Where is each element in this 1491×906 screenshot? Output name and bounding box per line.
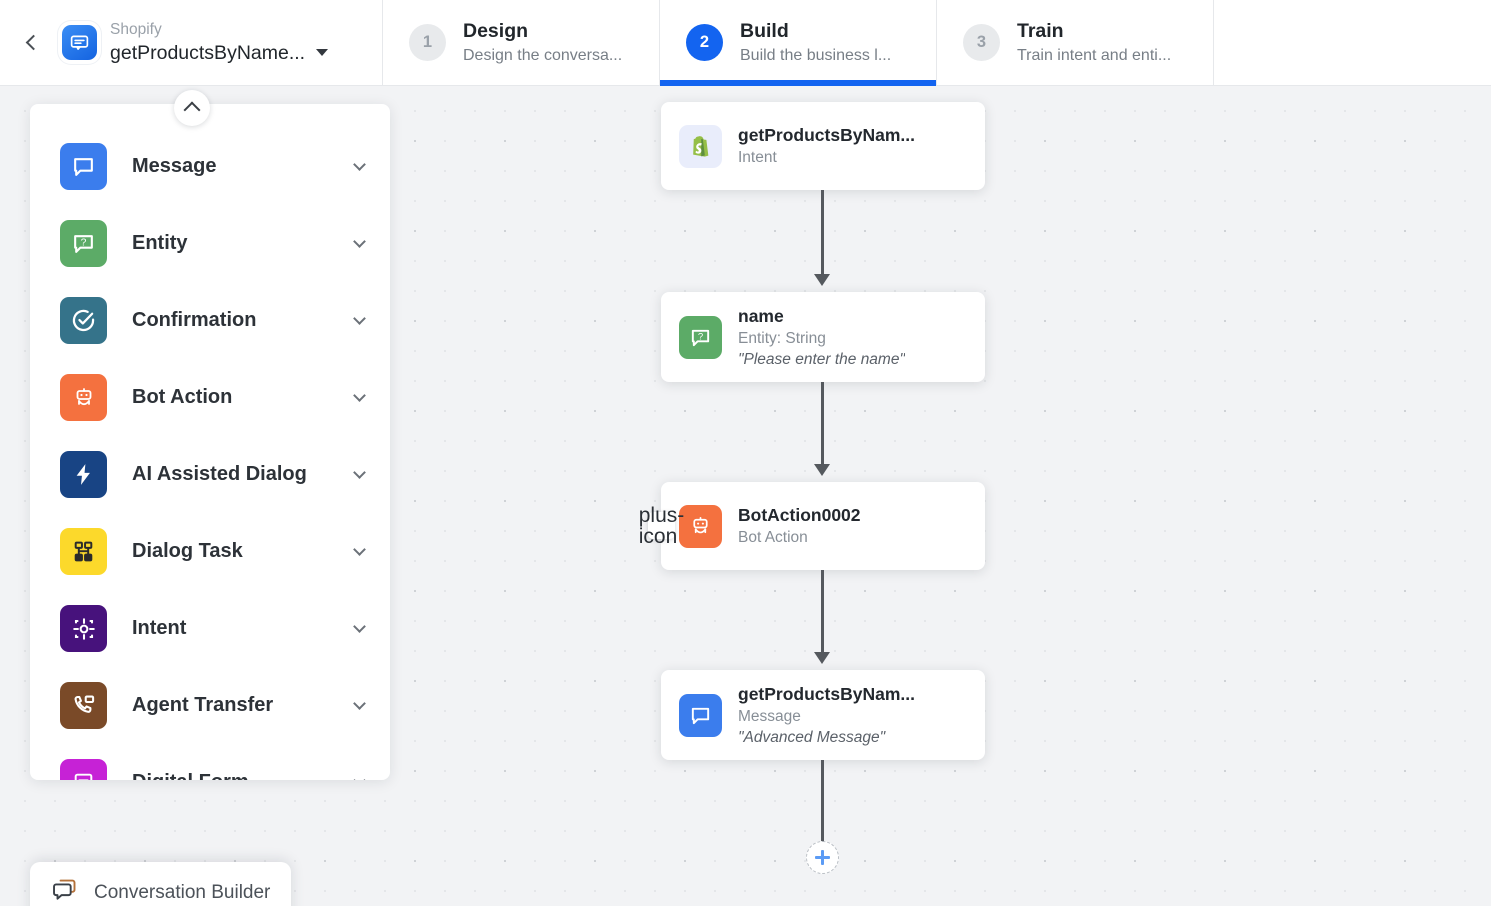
palette-item-label: Confirmation xyxy=(132,309,257,331)
flow-node-bot-action[interactable]: BotAction0002 Bot Action xyxy=(661,482,985,570)
robot-icon xyxy=(679,504,722,548)
chevron-down-icon[interactable] xyxy=(353,158,366,171)
shopify-bag-icon xyxy=(679,124,722,168)
palette-item-label: Intent xyxy=(132,617,187,639)
back-button[interactable] xyxy=(0,0,62,85)
flow-arrow-head xyxy=(814,274,830,286)
flow-edge xyxy=(821,760,824,842)
node-subtitle: Bot Action xyxy=(738,529,808,546)
robot-icon xyxy=(60,374,107,421)
step-description: Build the business l... xyxy=(740,47,892,64)
palette-item-label: Message xyxy=(132,155,217,177)
entity-question-icon: ? xyxy=(60,220,107,267)
step-number-badge: 2 xyxy=(686,24,723,61)
page-title: getProductsByName... xyxy=(110,41,306,64)
palette-item-bot-action[interactable]: Bot Action xyxy=(30,359,390,436)
chevron-up-icon xyxy=(183,101,201,119)
add-node-button[interactable] xyxy=(806,841,839,874)
svg-text:?: ? xyxy=(698,331,703,342)
conversation-builder-label: Conversation Builder xyxy=(94,882,271,903)
step-title: Train xyxy=(1017,20,1064,42)
chevron-down-icon[interactable] xyxy=(353,312,366,325)
node-tree-icon xyxy=(60,528,107,575)
palette-collapse-button[interactable] xyxy=(174,90,210,126)
palette-item-label: Digital Form xyxy=(132,771,355,780)
brand-subtitle: Shopify xyxy=(110,20,162,38)
palette-item-label: Entity xyxy=(132,232,188,254)
check-circle-icon xyxy=(60,297,107,344)
flow-edge xyxy=(821,570,824,654)
chevron-left-icon xyxy=(25,34,41,51)
chat-app-logo-icon xyxy=(62,25,97,60)
node-subtitle: Message xyxy=(738,707,801,725)
node-title: BotAction0002 xyxy=(738,505,861,525)
step-title: Build xyxy=(740,20,789,42)
flow-edge xyxy=(821,190,824,276)
palette-item-label: AI Assisted Dialog xyxy=(132,463,307,485)
step-title: Design xyxy=(463,20,529,42)
chevron-down-icon[interactable] xyxy=(353,543,366,556)
plus-circle-icon xyxy=(815,850,830,865)
node-quote: "Please enter the name" xyxy=(738,350,905,368)
entity-question-icon: ? xyxy=(679,315,722,359)
node-quote: "Advanced Message" xyxy=(738,728,886,746)
app-header: Shopify getProductsByName... 1 Design De… xyxy=(0,0,1491,86)
chevron-down-icon[interactable] xyxy=(353,389,366,402)
palette-item-ai-assisted-dialog[interactable]: AI Assisted Dialog xyxy=(30,436,390,513)
flow-node-entity[interactable]: ? name Entity: String "Please enter the … xyxy=(661,292,985,382)
conversation-builder-panel[interactable]: Conversation Builder xyxy=(30,862,291,906)
chevron-down-icon[interactable] xyxy=(353,235,366,248)
form-document-icon xyxy=(60,759,107,780)
node-subtitle: Intent xyxy=(738,149,777,166)
palette-item-agent-transfer[interactable]: Agent Transfer xyxy=(30,667,390,744)
lightning-bolt-icon xyxy=(60,451,107,498)
flow-node-message[interactable]: getProductsByNam... Message "Advanced Me… xyxy=(661,670,985,760)
flow-node-intent[interactable]: getProductsByNam... Intent xyxy=(661,102,985,190)
message-bubble-icon xyxy=(679,693,722,737)
chevron-down-icon[interactable] xyxy=(353,620,366,633)
flow-arrow-head xyxy=(814,464,830,476)
step-description: Train intent and enti... xyxy=(1017,47,1172,64)
node-title: getProductsByNam... xyxy=(738,125,915,145)
caret-down-icon[interactable] xyxy=(316,49,329,56)
step-description: Design the conversa... xyxy=(463,47,623,64)
node-subtitle: Entity: String xyxy=(738,329,826,347)
target-crosshair-icon xyxy=(60,605,107,652)
palette-item-message[interactable]: Message xyxy=(30,128,390,205)
step-number-badge: 3 xyxy=(963,24,1000,61)
palette-item-confirmation[interactable]: Confirmation xyxy=(30,282,390,359)
message-bubble-icon xyxy=(60,143,107,190)
palette-item-label: Dialog Task xyxy=(132,540,243,562)
palette-item-intent[interactable]: Intent xyxy=(30,590,390,667)
palette-item-dialog-task[interactable]: Dialog Task xyxy=(30,513,390,590)
chevron-down-icon[interactable] xyxy=(353,774,366,780)
insert-node-button[interactable]: plus-icon xyxy=(638,503,685,548)
step-tabs: 1 Design Design the conversa... 2 Build … xyxy=(383,0,1214,86)
conversation-bubbles-icon xyxy=(52,877,79,906)
node-title: getProductsByNam... xyxy=(738,683,915,704)
palette-item-entity[interactable]: ? Entity xyxy=(30,205,390,282)
tab-train[interactable]: 3 Train Train intent and enti... xyxy=(937,0,1214,85)
flow-edge xyxy=(821,382,824,466)
step-number-badge: 1 xyxy=(409,24,446,61)
palette-item-digital-form[interactable]: Digital Form xyxy=(30,744,390,780)
palette-item-label: Agent Transfer xyxy=(132,694,274,716)
chevron-down-icon[interactable] xyxy=(353,697,366,710)
palette-item-label: Bot Action xyxy=(132,386,233,408)
phone-chat-icon xyxy=(60,682,107,729)
svg-text:?: ? xyxy=(81,238,87,249)
node-palette: Message ? Entity xyxy=(30,104,390,780)
tab-design[interactable]: 1 Design Design the conversa... xyxy=(383,0,660,85)
chevron-down-icon[interactable] xyxy=(353,466,366,479)
node-title: name xyxy=(738,305,784,326)
tab-build[interactable]: 2 Build Build the business l... xyxy=(660,0,937,86)
breadcrumb: Shopify getProductsByName... xyxy=(62,0,383,85)
flow-arrow-head xyxy=(814,652,830,664)
